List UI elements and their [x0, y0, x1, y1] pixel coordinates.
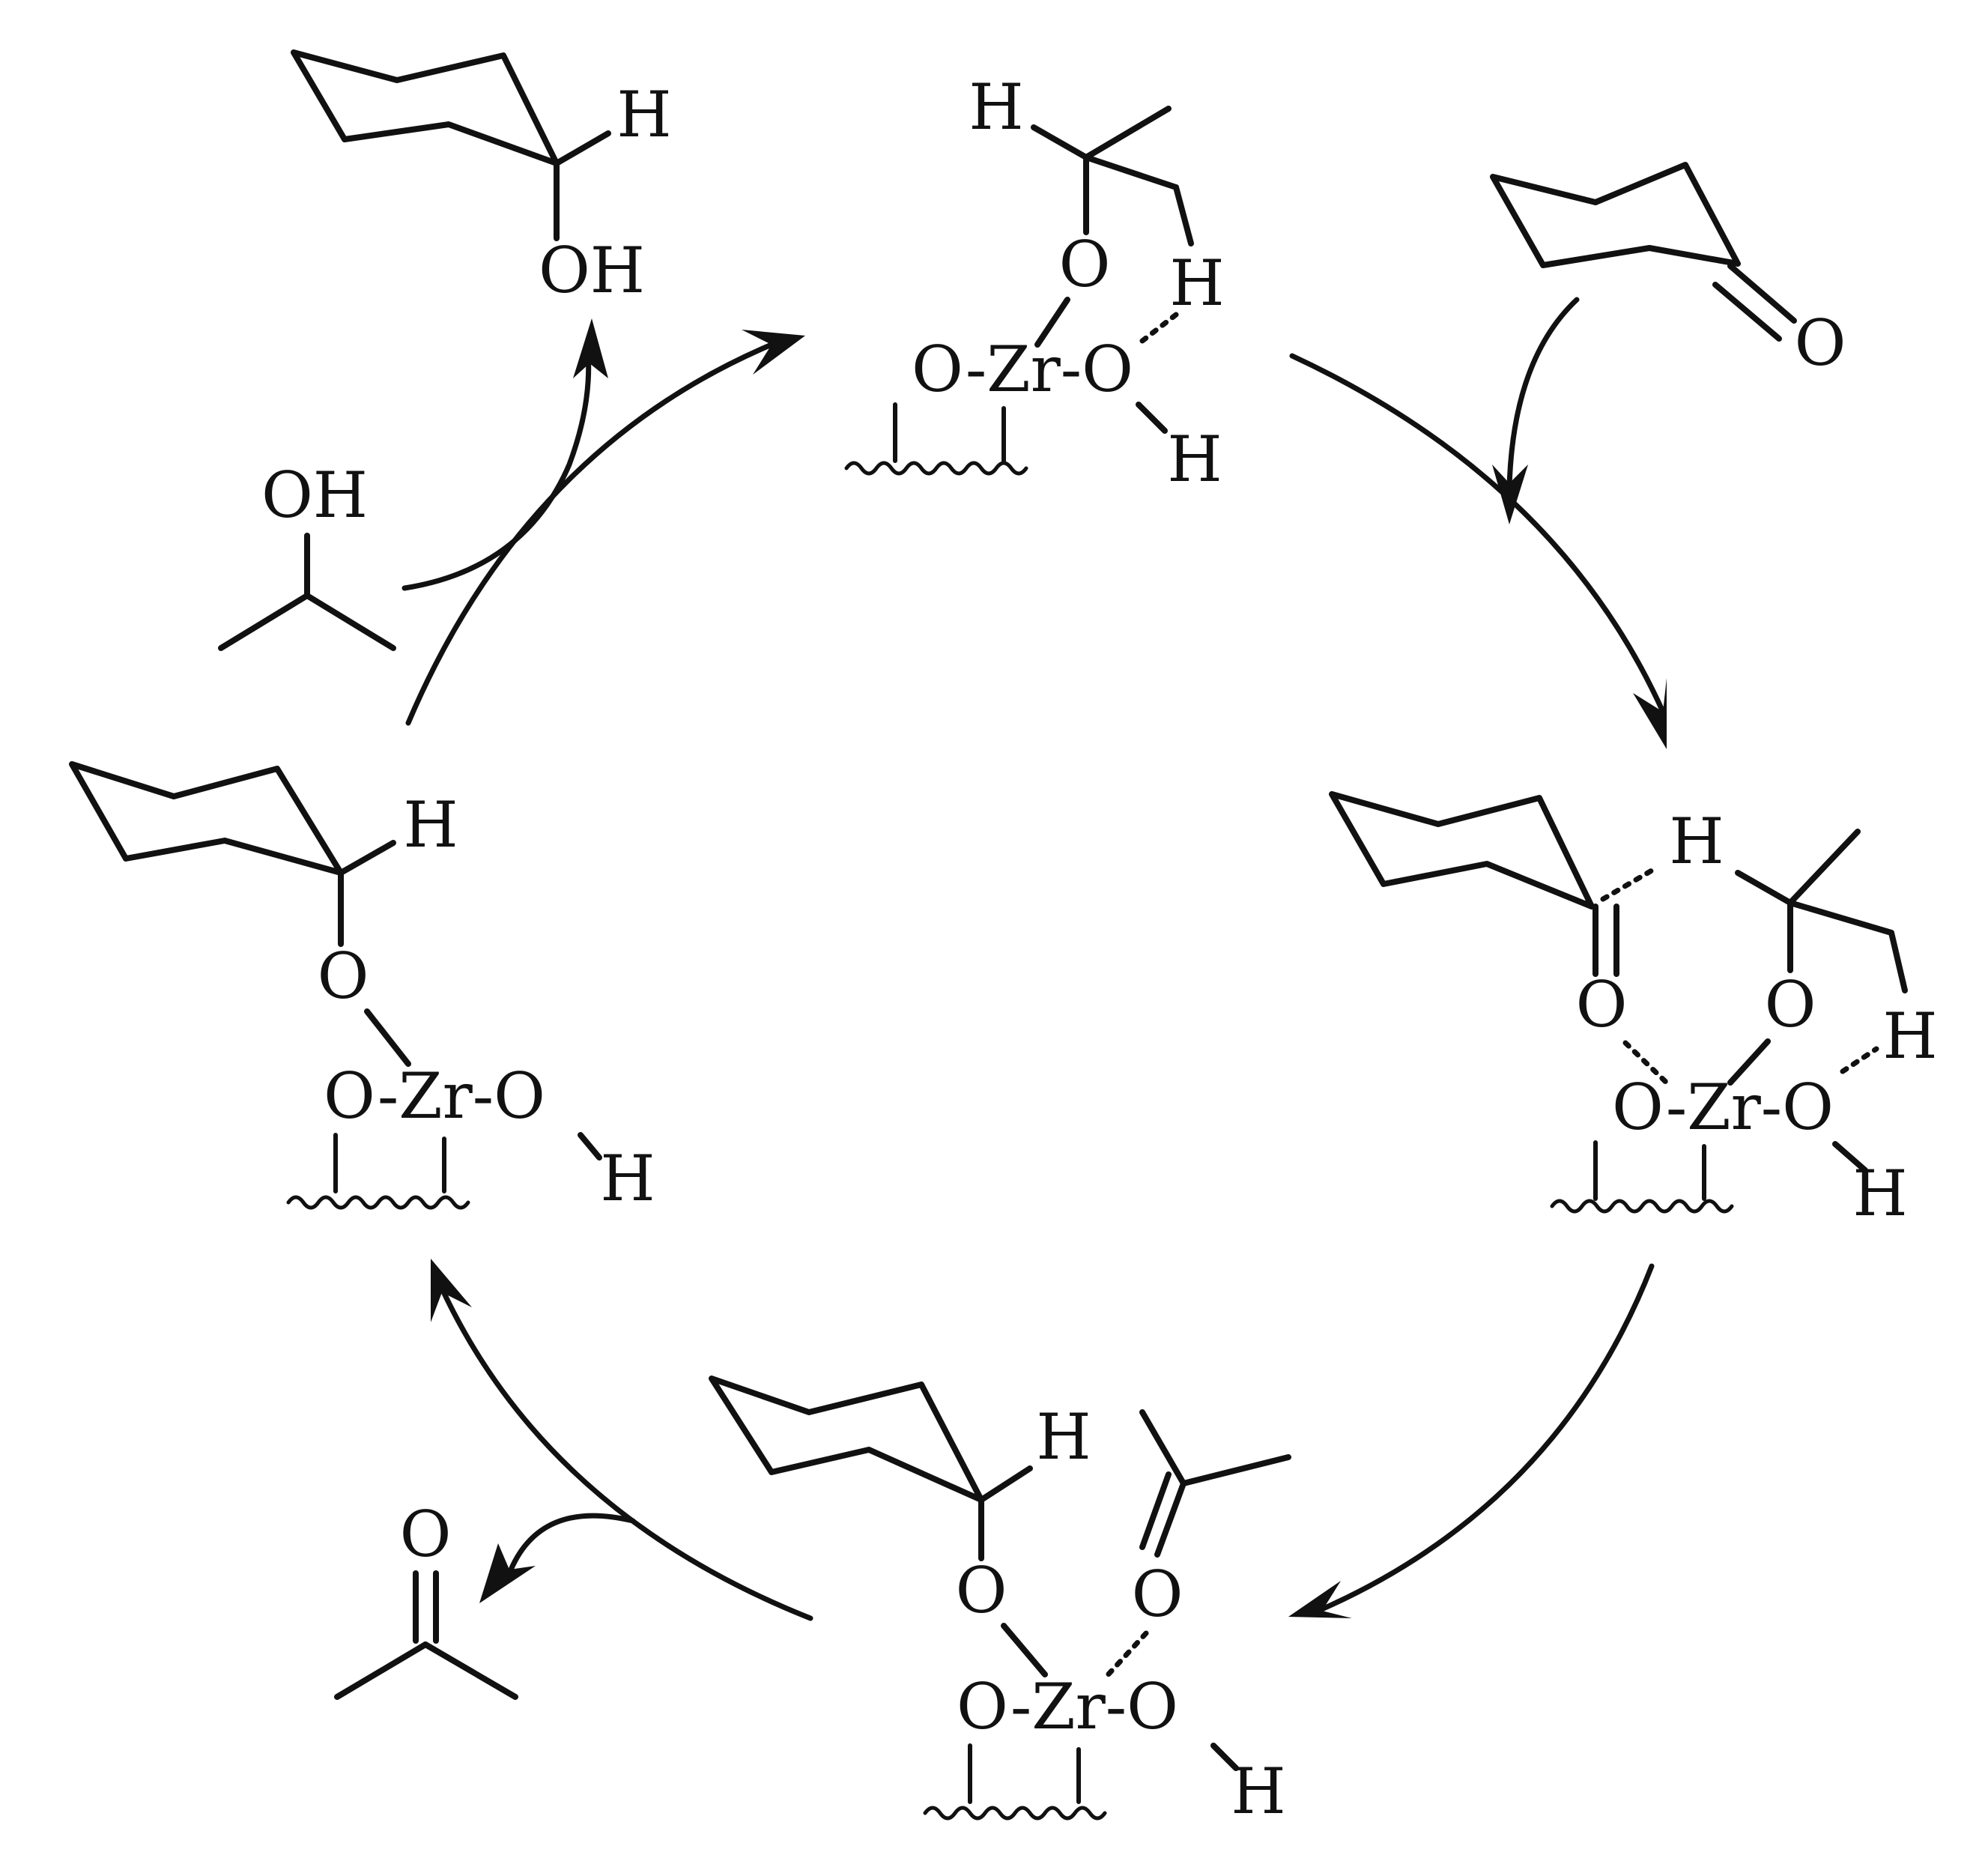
oxygen-label: O — [956, 1554, 1007, 1627]
oxygen-label: O — [1795, 306, 1846, 380]
bond — [1735, 870, 1793, 906]
bond — [1031, 124, 1089, 160]
hydrogen-label: H — [403, 788, 458, 862]
hydrogen-label: H — [1167, 423, 1222, 496]
bond — [1136, 402, 1168, 434]
hydroxyl-label: OH — [539, 234, 645, 307]
hydrogen-bond — [1139, 312, 1179, 344]
bond — [218, 593, 310, 651]
bond — [1210, 1743, 1239, 1771]
bond — [578, 1132, 602, 1161]
isopropanol-entry-arrow — [401, 349, 592, 591]
cyclohexane-ring — [1490, 162, 1741, 268]
cyclohexanol-product: H OH — [291, 49, 672, 307]
zr-center-label: O-Zr-O — [912, 333, 1133, 406]
bond — [1832, 1141, 1868, 1173]
carbonyl-oxygen-label: O — [400, 1498, 452, 1571]
zr-center-label: O-Zr-O — [1612, 1071, 1834, 1144]
hydrogen-label: H — [1036, 1400, 1091, 1474]
acetone-product: O — [334, 1498, 518, 1700]
hydrogen-label: H — [1669, 805, 1724, 878]
cyclohexane-ring — [69, 761, 344, 876]
isopropanol: OH — [218, 459, 396, 651]
double-bond — [1139, 1471, 1172, 1550]
bond — [1888, 930, 1908, 993]
cycle-arrows — [401, 297, 1667, 1621]
bond — [1083, 154, 1179, 190]
hydrogen-label: H — [1852, 1157, 1907, 1230]
hydrogen-label: H — [1882, 999, 1937, 1073]
cyclohexane-ring — [291, 49, 560, 166]
bond — [338, 840, 396, 876]
zr-cyclohexoxide-acetone-complex: H O O O-Zr-O H — [709, 1376, 1291, 1828]
alkoxide-oxygen-label: O — [1765, 968, 1816, 1041]
arrowhead — [1492, 464, 1528, 524]
hydrogen-label: H — [1169, 246, 1224, 320]
hydrogen-label: H — [1231, 1755, 1285, 1828]
substrate-entry-arrow — [1506, 297, 1580, 490]
bond — [1139, 1409, 1187, 1486]
carbonyl-oxygen-label: O — [1576, 968, 1628, 1041]
arc-arrow-left-to-top — [405, 342, 775, 726]
hydrogen-label: H — [616, 78, 671, 151]
zr-isopropoxide-species: H O H O-Zr-O H — [846, 70, 1225, 496]
acetone-exit-arrow — [506, 1513, 636, 1576]
double-bond — [1727, 263, 1797, 324]
arc-arrow-bottom-to-left — [439, 1286, 813, 1621]
bond — [364, 1008, 411, 1067]
hydrogen-label: H — [600, 1142, 655, 1215]
cyclohexanone-substrate: O — [1490, 162, 1846, 380]
arrowhead — [431, 1259, 472, 1322]
arc-arrow-right-to-bottom — [1315, 1263, 1655, 1614]
meerwein-ponndorf-verley-transition-state: H O O H O-Zr-O H — [1329, 791, 1938, 1230]
bond — [1181, 1454, 1291, 1486]
bond — [1787, 900, 1894, 936]
cyclohexane-ring — [709, 1376, 984, 1503]
zr-cyclohexoxide-species: H O O-Zr-O H — [69, 761, 655, 1215]
coordination-bond — [1622, 1040, 1673, 1089]
oxygen-label: O — [1059, 228, 1111, 301]
zr-center-label: O-Zr-O — [957, 1670, 1178, 1743]
bond — [1173, 184, 1194, 246]
surface-support — [925, 1808, 1105, 1818]
bond — [304, 593, 396, 651]
surface-support — [288, 1197, 468, 1208]
bond — [978, 1465, 1033, 1503]
bond — [422, 1641, 518, 1700]
arrowhead — [1633, 678, 1667, 749]
hydrogen-bond — [1840, 1046, 1879, 1074]
surface-support — [1552, 1201, 1732, 1211]
bond — [1034, 297, 1070, 348]
hydride-transfer — [1600, 868, 1655, 902]
oxygen-label: O — [318, 939, 369, 1013]
cyclohexane-ring — [1329, 791, 1595, 910]
coordination-bond — [1102, 1630, 1149, 1681]
bond — [1727, 1038, 1771, 1086]
hydrogen-label: H — [969, 70, 1023, 144]
arrowhead — [1288, 1581, 1352, 1618]
bond — [1787, 829, 1861, 906]
arrowhead — [742, 330, 805, 375]
zr-center-label: O-Zr-O — [324, 1059, 545, 1133]
arrowhead — [479, 1543, 536, 1603]
arc-arrow-top-to-right — [1289, 353, 1666, 715]
arrowhead — [573, 318, 608, 378]
carbonyl-oxygen-label: O — [1132, 1558, 1184, 1631]
double-bond — [1154, 1480, 1187, 1558]
bond — [1001, 1623, 1048, 1677]
surface-support — [846, 463, 1026, 473]
bond — [1083, 106, 1172, 160]
double-bond — [1712, 282, 1782, 342]
hydroxyl-label: OH — [261, 459, 368, 532]
bond — [554, 130, 611, 166]
bond — [334, 1641, 428, 1700]
